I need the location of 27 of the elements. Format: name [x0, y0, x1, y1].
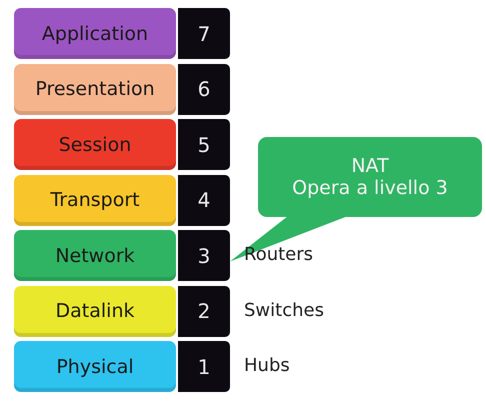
- layer-number: 7: [178, 8, 230, 59]
- device-label: Switches: [244, 300, 324, 320]
- layer-name: Datalink: [14, 286, 176, 336]
- layer-number: 1: [178, 341, 230, 392]
- layer-number: 6: [178, 64, 230, 114]
- callout-tail: [230, 216, 348, 262]
- layer-name: Network: [14, 230, 176, 281]
- device-label: Routers: [244, 244, 314, 265]
- callout-heading: NAT: [350, 155, 390, 177]
- layer-number: 5: [178, 119, 230, 170]
- osi-layer-block: [14, 286, 230, 336]
- osi-layer-block: [14, 230, 230, 281]
- layer-name: Session: [14, 119, 176, 170]
- osi-layer-block: [14, 8, 230, 59]
- osi-layer-block: [14, 64, 230, 114]
- layer-number: 4: [178, 174, 230, 226]
- osi-layer-block: [14, 341, 230, 392]
- osi-layer-block: [14, 174, 230, 226]
- layer-name: Presentation: [14, 64, 176, 114]
- layer-number: 2: [178, 286, 230, 336]
- layer-name: Transport: [14, 174, 176, 226]
- device-label: Hubs: [244, 355, 290, 376]
- layer-number: 3: [178, 230, 230, 281]
- layer-name: Application: [14, 8, 176, 59]
- osi-layer-block: [14, 119, 230, 170]
- layer-name: Physical: [14, 341, 176, 392]
- callout-text: Opera a livello 3: [291, 177, 449, 199]
